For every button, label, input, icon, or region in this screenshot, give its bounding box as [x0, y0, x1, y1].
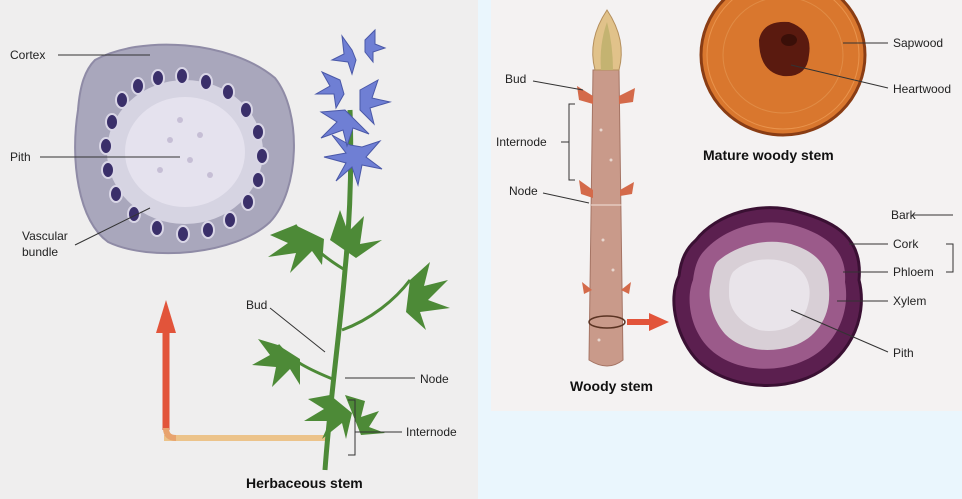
- bark-label: Bark: [891, 208, 917, 222]
- cortex-label: Cortex: [10, 48, 45, 62]
- woody-stem-panel: Bud Internode Node Woody stem Sapwood He…: [491, 0, 962, 411]
- woody-bud-label: Bud: [505, 72, 526, 86]
- mature-woody-stem-section: [701, 0, 865, 135]
- heartwood-label: Heartwood: [893, 82, 951, 96]
- woody-pith-label: Pith: [893, 346, 914, 360]
- woody-cross-section: [674, 208, 862, 386]
- bark-bracket: [946, 244, 953, 272]
- cross-section-arrow: [156, 300, 330, 438]
- herbaceous-stem-caption: Herbaceous stem: [246, 475, 363, 491]
- woody-internode-bracket: [569, 104, 575, 180]
- herbaceous-cross-section: [75, 45, 294, 254]
- herbaceous-internode-label: Internode: [406, 425, 457, 439]
- pith-label: Pith: [10, 150, 31, 164]
- woody-stem-figure: Bud Internode Node Woody stem Sapwood He…: [491, 0, 962, 411]
- phloem-label: Phloem: [893, 265, 934, 279]
- xylem-label: Xylem: [893, 294, 926, 308]
- woody-node-leader: [543, 193, 589, 203]
- herbaceous-bud-label: Bud: [246, 298, 267, 312]
- woody-internode-label: Internode: [496, 135, 547, 149]
- vascular-bundle-label-line2: bundle: [22, 245, 58, 259]
- mature-woody-stem-caption: Mature woody stem: [703, 147, 834, 163]
- herbaceous-stem-figure: Cortex Pith Vascular bundle Bud Node Int…: [0, 0, 478, 499]
- woody-twig: [577, 10, 635, 366]
- herbaceous-node-label: Node: [420, 372, 449, 386]
- cork-label: Cork: [893, 237, 919, 251]
- sapwood-label: Sapwood: [893, 36, 943, 50]
- woody-node-label: Node: [509, 184, 538, 198]
- herbaceous-stem-panel: Cortex Pith Vascular bundle Bud Node Int…: [0, 0, 478, 499]
- woody-section-arrow-head: [649, 313, 669, 331]
- woody-bud-leader: [533, 81, 583, 90]
- woody-stem-caption: Woody stem: [570, 378, 653, 394]
- vascular-bundle-label-line1: Vascular: [22, 229, 68, 243]
